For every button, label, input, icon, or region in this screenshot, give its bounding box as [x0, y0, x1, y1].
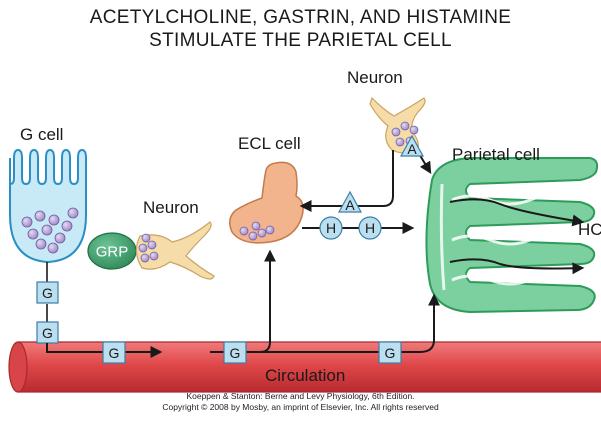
parietal-cell: [425, 157, 599, 314]
histamine-marker-2-label: H: [365, 220, 375, 236]
credit-line-2: Copyright © 2008 by Mosby, an imprint of…: [162, 402, 439, 412]
g-cell-label: G cell: [20, 125, 63, 144]
hcl-arrow-upper: [449, 198, 585, 227]
left-neuron-label: Neuron: [143, 198, 199, 217]
top-neuron-label: Neuron: [347, 68, 403, 87]
gastrin-marker-3-label: G: [109, 345, 120, 361]
gastrin-marker-4-label: G: [230, 345, 241, 361]
histamine-marker-1: [319, 216, 343, 240]
ecl-cell-label: ECL cell: [238, 134, 301, 153]
credit-line-1: Koeppen & Stanton: Berne and Levy Physio…: [186, 391, 415, 401]
left-neuron: [135, 221, 215, 280]
gastrin-to-parietal-arrow: [250, 293, 440, 353]
g-cell: [9, 148, 87, 264]
hcl-label: HCl: [578, 220, 601, 239]
gastrin-to-ecl-arrow: [210, 249, 276, 353]
histamine-marker-1-label: H: [326, 220, 336, 236]
acetylcholine-marker-top-label: A: [407, 141, 417, 157]
gastrin-marker-4: [223, 341, 247, 364]
ecl-cell: [229, 161, 304, 244]
parietal-cell-label: Parietal cell: [452, 145, 540, 164]
gastrin-marker-1: [36, 281, 59, 304]
acetylcholine-marker-ecl: [337, 190, 363, 213]
acetylcholine-marker-ecl-label: A: [345, 197, 355, 213]
gastrin-marker-3: [102, 341, 126, 364]
acetylcholine-marker-top: [399, 134, 425, 157]
histamine-marker-2: [358, 216, 382, 240]
gastrin-marker-2-label: G: [42, 325, 53, 341]
top-neuron: [369, 96, 426, 154]
diagram-title-line-2: STIMULATE THE PARIETAL CELL: [149, 30, 452, 51]
circulation-vessel: [8, 341, 601, 393]
gastrin-marker-5: [378, 341, 402, 364]
gastrin-marker-5-label: G: [385, 345, 396, 361]
acetylcholine-to-ecl-arrow: [299, 150, 394, 212]
hcl-arrow-lower: [449, 258, 585, 275]
grp-label: GRP: [96, 244, 129, 261]
circulation-label: Circulation: [265, 366, 345, 385]
diagram-title-line-1: ACETYLCHOLINE, GASTRIN, AND HISTAMINE: [89, 7, 512, 28]
gastrin-marker-1-label: G: [42, 285, 53, 301]
